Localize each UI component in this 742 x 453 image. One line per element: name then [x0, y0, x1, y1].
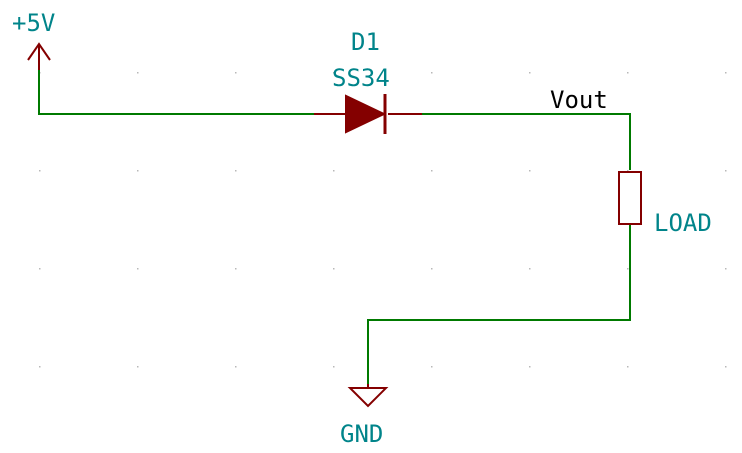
grid-dot — [235, 366, 237, 368]
diode-anode-triangle — [345, 94, 387, 134]
ground-symbol[interactable] — [347, 384, 389, 408]
grid-dot — [529, 366, 531, 368]
grid-dot — [725, 366, 727, 368]
grid-dot — [39, 366, 41, 368]
grid-dot — [235, 170, 237, 172]
grid-dot — [627, 366, 629, 368]
grid-dot — [529, 72, 531, 74]
grid-dots — [39, 72, 727, 368]
grid-dot — [333, 170, 335, 172]
power-symbol-5v[interactable] — [27, 42, 51, 70]
load-label: LOAD — [654, 209, 712, 237]
grid-dot — [725, 72, 727, 74]
grid-dot — [431, 72, 433, 74]
wires — [38, 70, 631, 384]
load-resistor[interactable] — [618, 171, 642, 225]
grid-dot — [39, 268, 41, 270]
grid-dot — [529, 268, 531, 270]
grid-dot — [333, 72, 335, 74]
grid-dot — [725, 170, 727, 172]
grid-dot — [431, 268, 433, 270]
diode-d1[interactable] — [314, 94, 422, 134]
grid-dot — [529, 170, 531, 172]
grid-dot — [137, 268, 139, 270]
grid-dot — [39, 170, 41, 172]
grid-dot — [137, 366, 139, 368]
grid-dot — [235, 268, 237, 270]
wire-load-to-gnd[interactable] — [367, 224, 631, 384]
net-label-vout[interactable]: Vout — [550, 86, 608, 114]
grid-dot — [627, 268, 629, 270]
grid-dot — [725, 268, 727, 270]
diode-value: SS34 — [332, 64, 390, 92]
wire-5v-to-diode[interactable] — [38, 70, 314, 115]
grid-dot — [431, 170, 433, 172]
grid-dot — [627, 72, 629, 74]
grid-dot — [627, 170, 629, 172]
ground-label: GND — [340, 420, 383, 448]
grid-dot — [431, 366, 433, 368]
wire-diode-to-vout[interactable] — [422, 113, 631, 170]
power-label: +5V — [12, 9, 55, 37]
grid-dot — [137, 72, 139, 74]
grid-dot — [235, 72, 237, 74]
grid-dot — [333, 268, 335, 270]
grid-dot — [333, 366, 335, 368]
grid-dot — [137, 170, 139, 172]
diode-designator: D1 — [351, 28, 380, 56]
